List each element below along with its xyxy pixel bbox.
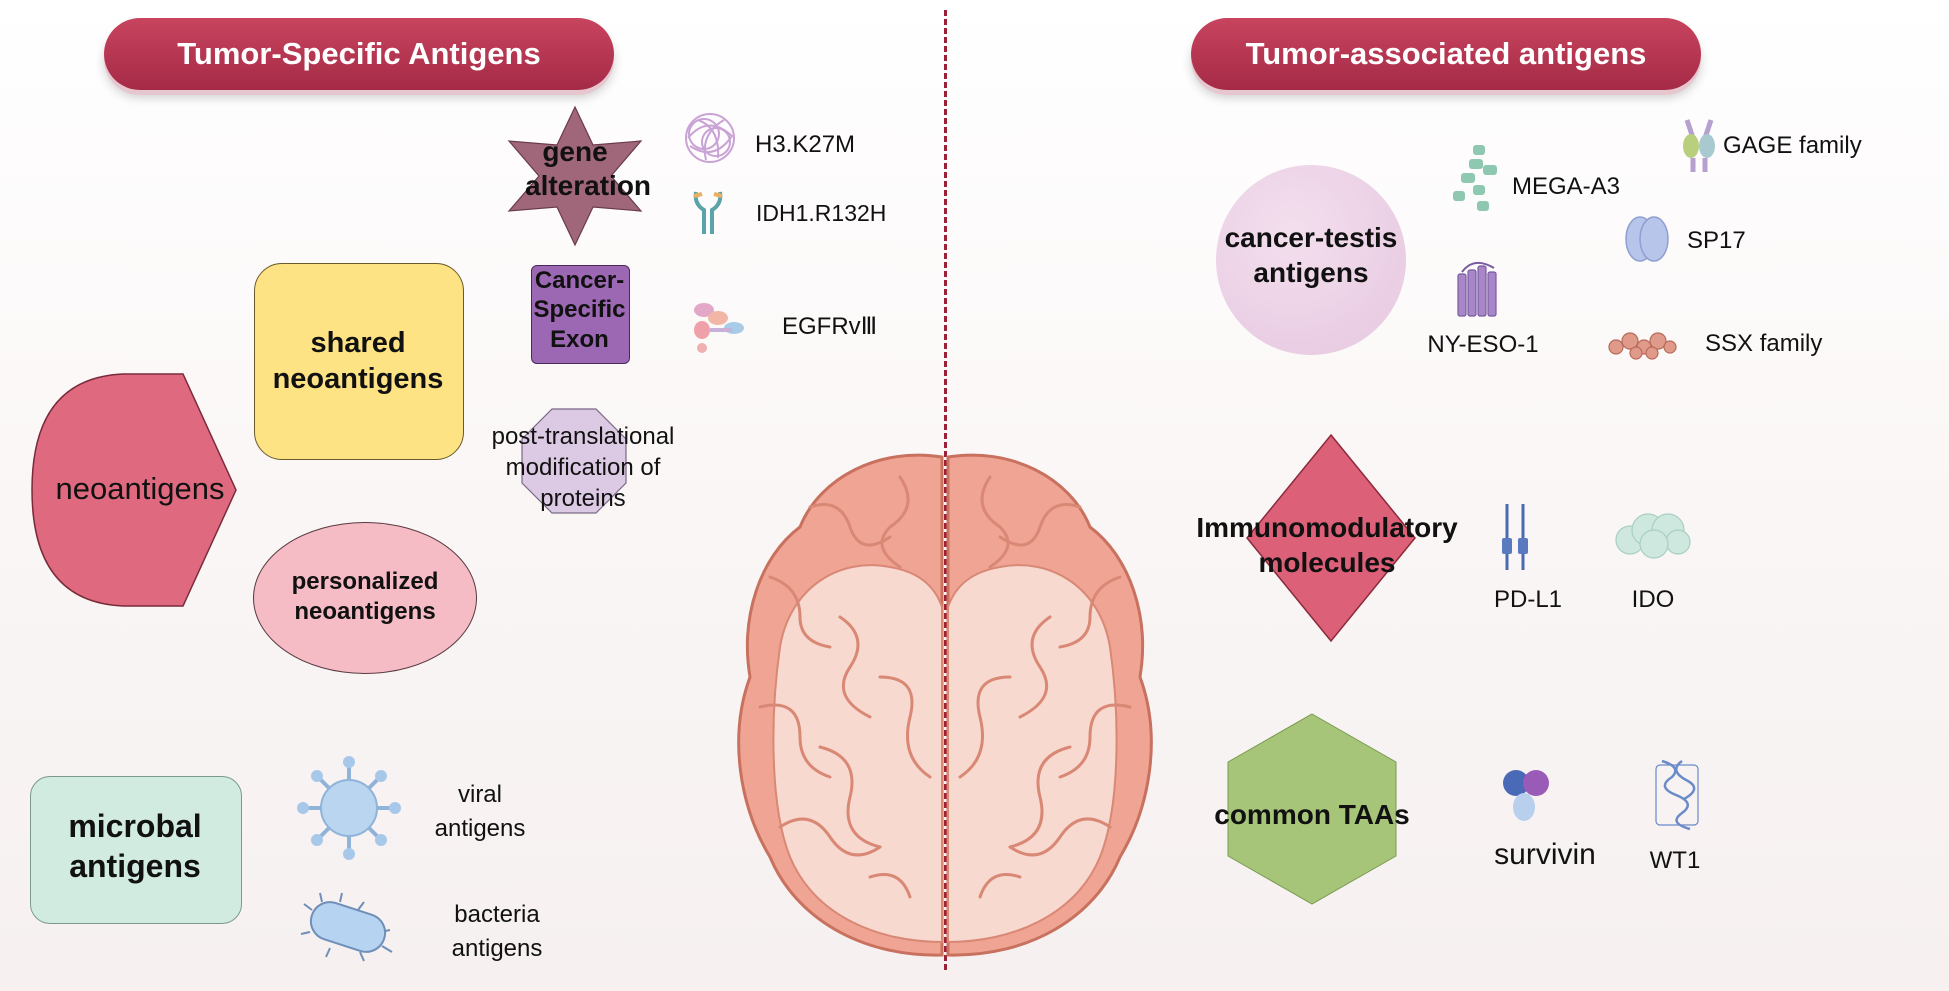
shared-neoantigens-label: shared neoantigens bbox=[272, 327, 444, 396]
gene-alteration-label: gene alteration bbox=[525, 136, 652, 201]
ido-label: IDO bbox=[1631, 586, 1675, 613]
immunomodulatory-diamond bbox=[1246, 433, 1416, 643]
egfr-receptor-icon bbox=[694, 303, 744, 353]
ptm-octagon bbox=[521, 408, 627, 514]
cancer-exon-label: Cancer-Specific Exon bbox=[533, 267, 626, 353]
ptm-label: post-translational modification of prote… bbox=[491, 423, 675, 513]
common-taas-hexagon bbox=[1227, 713, 1397, 905]
tumor-specific-header: Tumor-Specific Antigens bbox=[104, 18, 614, 90]
wt1-icon bbox=[1655, 759, 1699, 831]
ssx-family-label: SSX family bbox=[1705, 330, 1823, 357]
wt1-label: WT1 bbox=[1649, 847, 1701, 874]
tumor-associated-header: Tumor-associated antigens bbox=[1191, 18, 1701, 90]
pd-l1-label: PD-L1 bbox=[1493, 586, 1563, 613]
survivin-label: survivin bbox=[1494, 838, 1596, 871]
survivin-icon bbox=[1503, 770, 1549, 821]
microbial-antigens-label: microbal antigens bbox=[68, 808, 202, 884]
common-taas-label: common TAAs bbox=[1214, 799, 1410, 830]
bacteria-antigens-label: bacteria antigens bbox=[451, 901, 543, 962]
cancer-testis-circle bbox=[1216, 165, 1406, 355]
ny-eso-1-label: NY-ESO-1 bbox=[1427, 331, 1539, 358]
shared-neoantigens-box bbox=[254, 263, 464, 460]
pd-l1-icon bbox=[1502, 504, 1528, 570]
egfr-label: EGFRvⅢ bbox=[782, 313, 878, 340]
h3k27m-label: H3.K27M bbox=[755, 131, 856, 158]
microbial-antigens-box bbox=[30, 776, 242, 924]
neoantigens-label: neoantigens bbox=[55, 471, 225, 506]
idh1-antibody-icon bbox=[693, 191, 723, 234]
h3k27m-protein-icon bbox=[685, 113, 735, 163]
sp17-icon bbox=[1625, 216, 1669, 262]
center-divider bbox=[944, 10, 947, 970]
ido-icon bbox=[1615, 513, 1691, 559]
brain-illustration bbox=[737, 453, 1153, 957]
sp17-label: SP17 bbox=[1687, 227, 1746, 254]
immunomodulatory-label: Immunomodulatory molecules bbox=[1196, 512, 1458, 578]
virus-icon bbox=[297, 756, 401, 860]
personalized-neoantigens-label: personalized neoantigens bbox=[291, 568, 439, 625]
cancer-testis-label: cancer-testis antigens bbox=[1224, 222, 1398, 288]
ny-eso-1-icon bbox=[1457, 261, 1497, 317]
gage-family-label: GAGE family bbox=[1723, 132, 1862, 159]
neoantigens-shape bbox=[31, 373, 237, 607]
mega-a3-icon bbox=[1453, 145, 1497, 211]
mega-a3-label: MEGA-A3 bbox=[1512, 173, 1621, 200]
personalized-neoantigens-ellipse bbox=[253, 522, 477, 674]
bacteria-icon bbox=[300, 892, 393, 962]
viral-antigens-label: viral antigens bbox=[434, 781, 526, 842]
ssx-family-icon bbox=[1608, 332, 1677, 360]
gage-family-icon bbox=[1683, 119, 1715, 172]
cancer-exon-box bbox=[531, 265, 630, 364]
gene-alteration-star bbox=[507, 105, 643, 247]
idh1-label: IDH1.R132H bbox=[756, 200, 887, 226]
